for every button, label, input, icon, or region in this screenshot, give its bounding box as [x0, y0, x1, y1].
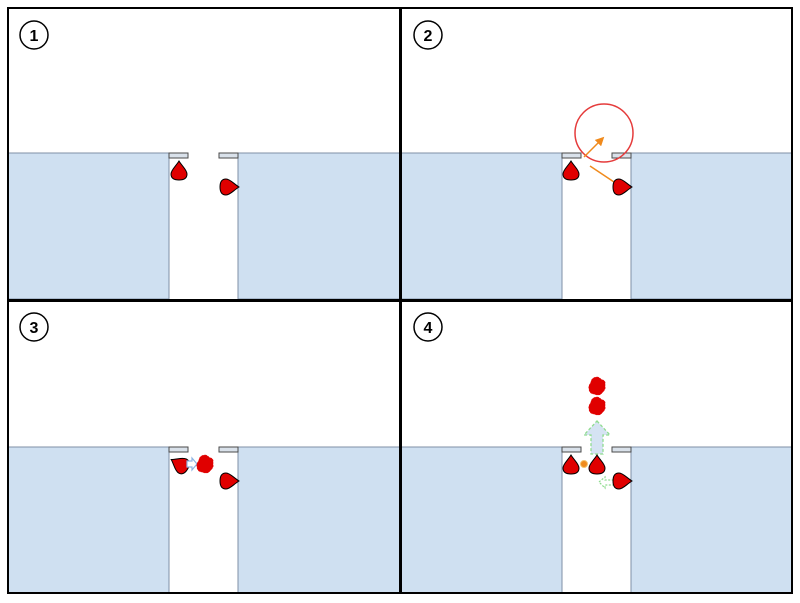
panel-4-gate-left [561, 446, 582, 453]
panel-4-drop-center [588, 454, 606, 475]
panel-4-drop-right [612, 472, 633, 490]
panel-3-water-left [7, 446, 170, 594]
panel-2-number-badge [413, 20, 443, 50]
panel-1-gate-right [218, 152, 239, 159]
panel-3-water-right [237, 446, 401, 594]
panel-1-gate-left [168, 152, 189, 159]
panel-1: 1 [7, 7, 401, 301]
panel-2-gate-left [561, 152, 582, 159]
panel-4-blob-top [588, 376, 606, 396]
panel-4: 4 [400, 300, 793, 594]
panel-4-orange-dot [580, 460, 588, 468]
panel-2-water-right [630, 152, 793, 300]
panel-4-gate-right [611, 446, 632, 453]
panel-4-number: 4 [424, 320, 433, 337]
panel-4-blob-middle [588, 396, 606, 416]
panel-2-orange-arrow [583, 136, 605, 158]
panel-3-number-badge [19, 312, 49, 342]
panel-1-number: 1 [30, 28, 39, 45]
panel-3-gate-right [218, 446, 239, 453]
panel-3-blue-arrow [186, 456, 198, 472]
panel-3-gate-left [168, 446, 189, 453]
panel-3: 3 [7, 300, 401, 594]
panel-1-water-right [237, 152, 401, 300]
panel-4-left-arrow [598, 475, 615, 490]
panel-2-drop-left [562, 160, 580, 181]
panel-1-number-badge [19, 20, 49, 50]
panel-3-number: 3 [30, 320, 39, 337]
panel-1-water-left [7, 152, 170, 300]
panel-4-water-left [400, 446, 563, 594]
panel-4-border [400, 300, 793, 594]
panel-2: 2 [400, 7, 793, 301]
panel-1-drop-left [170, 160, 188, 181]
panel-4-water-right [630, 446, 793, 594]
panel-2-drop-right [612, 178, 633, 196]
panel-3-blob [196, 454, 214, 474]
panel-2-detection-circle [574, 103, 634, 163]
panel-1-drop-right [219, 178, 240, 196]
panel-4-number-badge [413, 312, 443, 342]
panel-4-drop-left [562, 454, 580, 475]
panel-2-number: 2 [424, 28, 433, 45]
panel-2-water-left [400, 152, 563, 300]
panel-3-drop-right [219, 472, 240, 490]
panel-4-up-arrow [582, 420, 612, 455]
